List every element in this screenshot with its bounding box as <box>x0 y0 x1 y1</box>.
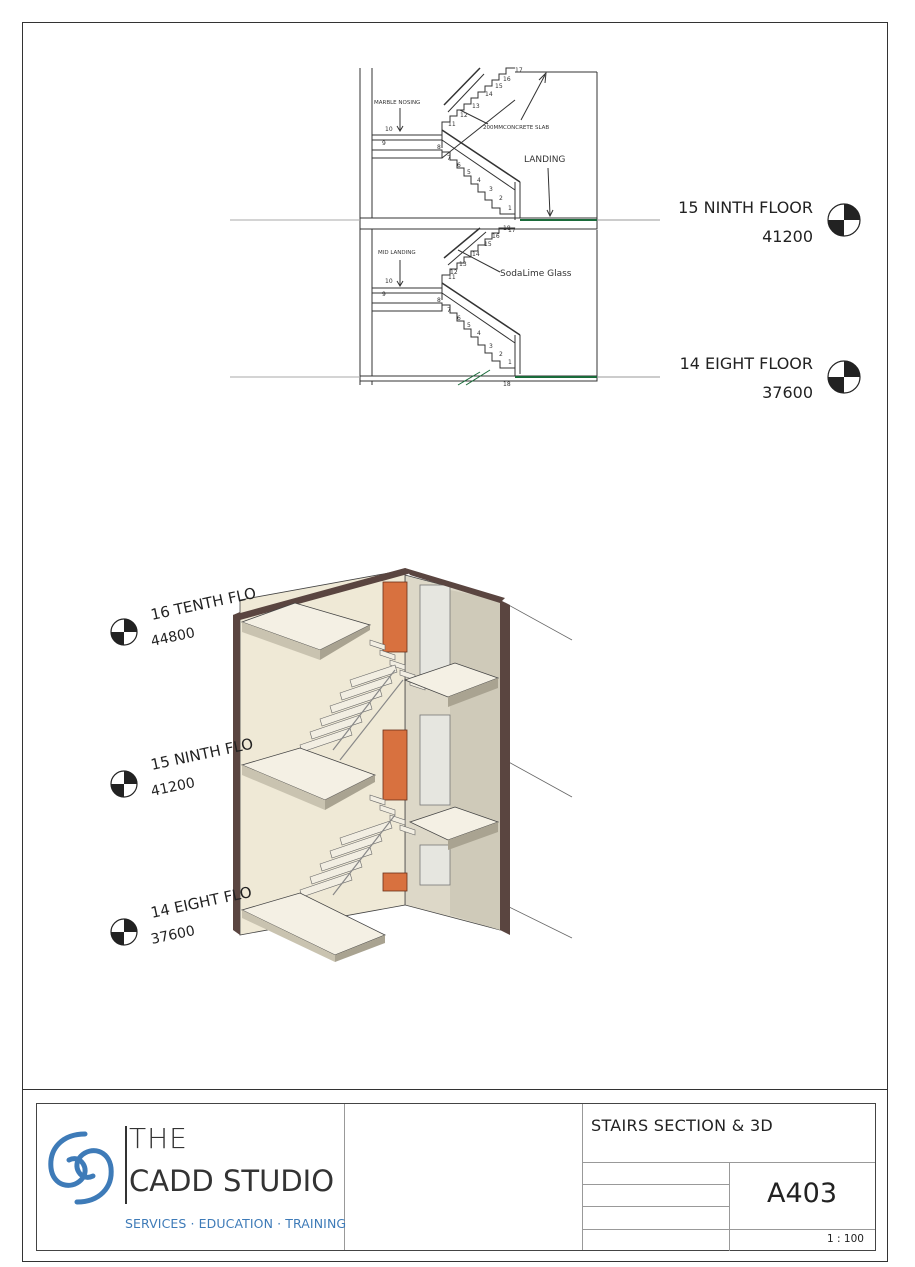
level-name: 14 EIGHT FLOOR <box>680 354 813 373</box>
landing-label: LANDING <box>524 155 565 165</box>
step-number: 4 <box>477 177 481 184</box>
step-number: 8 <box>437 297 441 304</box>
level-3d-eighth: 14 EIGHT FLO 37600 <box>110 883 253 948</box>
glass-label: SodaLime Glass <box>500 269 572 279</box>
step-number: 9 <box>382 140 386 147</box>
level-target-icon <box>110 618 138 646</box>
step-number: 17 <box>508 227 516 234</box>
step-number: 17 <box>515 67 523 74</box>
step-number: 10 <box>385 278 393 285</box>
step-number: 13 <box>459 261 467 268</box>
drawing-area: 17 16 15 14 13 12 11 10 9 8 7 6 5 4 3 2 … <box>110 67 861 962</box>
mid-landing-label: MID LANDING <box>378 250 416 256</box>
title-block-divider <box>582 1104 583 1250</box>
brand-the: THE <box>129 1122 188 1155</box>
level-elevation: 41200 <box>762 227 813 246</box>
brand-bar <box>125 1126 127 1204</box>
step-number: 2 <box>499 351 503 358</box>
brand-name: CADD STUDIO <box>129 1164 335 1198</box>
step-number: 18 <box>503 381 511 388</box>
level-target-icon <box>110 918 138 946</box>
step-number: 11 <box>448 121 456 128</box>
step-number: 15 <box>495 83 503 90</box>
brand-tagline: SERVICES · EDUCATION · TRAINING <box>125 1216 347 1231</box>
level-target-icon <box>827 203 861 237</box>
level-name: 15 NINTH FLOOR <box>678 198 813 217</box>
level-elevation: 37600 <box>150 923 197 948</box>
step-number: 16 <box>503 76 511 83</box>
title-block-line <box>582 1229 875 1230</box>
step-number: 14 <box>485 91 493 98</box>
step-number: 6 <box>457 315 461 322</box>
stair-3d-view <box>233 568 573 962</box>
sheet-title: STAIRS SECTION & 3D <box>591 1116 774 1135</box>
level-elevation: 37600 <box>762 383 813 402</box>
level-marker-ninth: 15 NINTH FLOOR 41200 <box>678 198 861 246</box>
title-block-line <box>582 1184 729 1185</box>
step-number: 6 <box>457 162 461 169</box>
level-marker-eighth: 14 EIGHT FLOOR 37600 <box>680 354 861 402</box>
step-number: 1 <box>508 205 512 212</box>
concrete-slab-label: 200MMCONCRETE SLAB <box>483 125 549 131</box>
step-number: 5 <box>467 322 471 329</box>
step-number: 3 <box>489 343 493 350</box>
title-block-separator <box>22 1089 888 1090</box>
title-block-line <box>582 1162 875 1163</box>
step-number: 11 <box>448 274 456 281</box>
step-number: 8 <box>437 144 441 151</box>
step-number: 3 <box>489 186 493 193</box>
level-elevation: 44800 <box>150 625 197 650</box>
step-number: 12 <box>460 112 468 119</box>
step-number: 7 <box>447 307 451 314</box>
sheet-scale: 1 : 100 <box>827 1233 864 1245</box>
level-target-icon <box>827 360 861 394</box>
step-number: 9 <box>382 291 386 298</box>
title-block: THE CADD STUDIO SERVICES · EDUCATION · T… <box>36 1103 876 1251</box>
lower-step-numbers: 17 16 15 14 13 12 11 10 9 8 7 6 5 4 3 2 … <box>382 227 516 388</box>
step-number: 16 <box>492 233 500 240</box>
step-number: 15 <box>484 241 492 248</box>
step-number: 13 <box>472 103 480 110</box>
step-number: 7 <box>447 155 451 162</box>
title-block-divider <box>344 1104 345 1250</box>
level-elevation: 41200 <box>150 775 197 800</box>
step-number: 2 <box>499 195 503 202</box>
step-number: 10 <box>385 126 393 133</box>
step-number: 18 <box>503 225 511 232</box>
level-target-icon <box>110 770 138 798</box>
stair-section <box>230 67 660 386</box>
title-block-divider <box>729 1162 730 1251</box>
sheet-number: A403 <box>767 1178 838 1209</box>
sheet-border <box>22 22 888 1262</box>
step-number: 5 <box>467 169 471 176</box>
step-number: 1 <box>508 359 512 366</box>
marble-nosing-label: MARBLE NOSING <box>374 100 420 106</box>
step-number: 4 <box>477 330 481 337</box>
studio-logo-icon <box>48 1131 114 1205</box>
upper-step-numbers: 17 16 15 14 13 12 11 10 9 8 7 6 5 4 3 2 … <box>382 67 523 232</box>
title-block-line <box>582 1206 729 1207</box>
step-number: 12 <box>450 269 458 276</box>
step-number: 14 <box>472 251 480 258</box>
section-labels: MARBLE NOSING 200MMCONCRETE SLAB LANDING… <box>374 100 572 279</box>
